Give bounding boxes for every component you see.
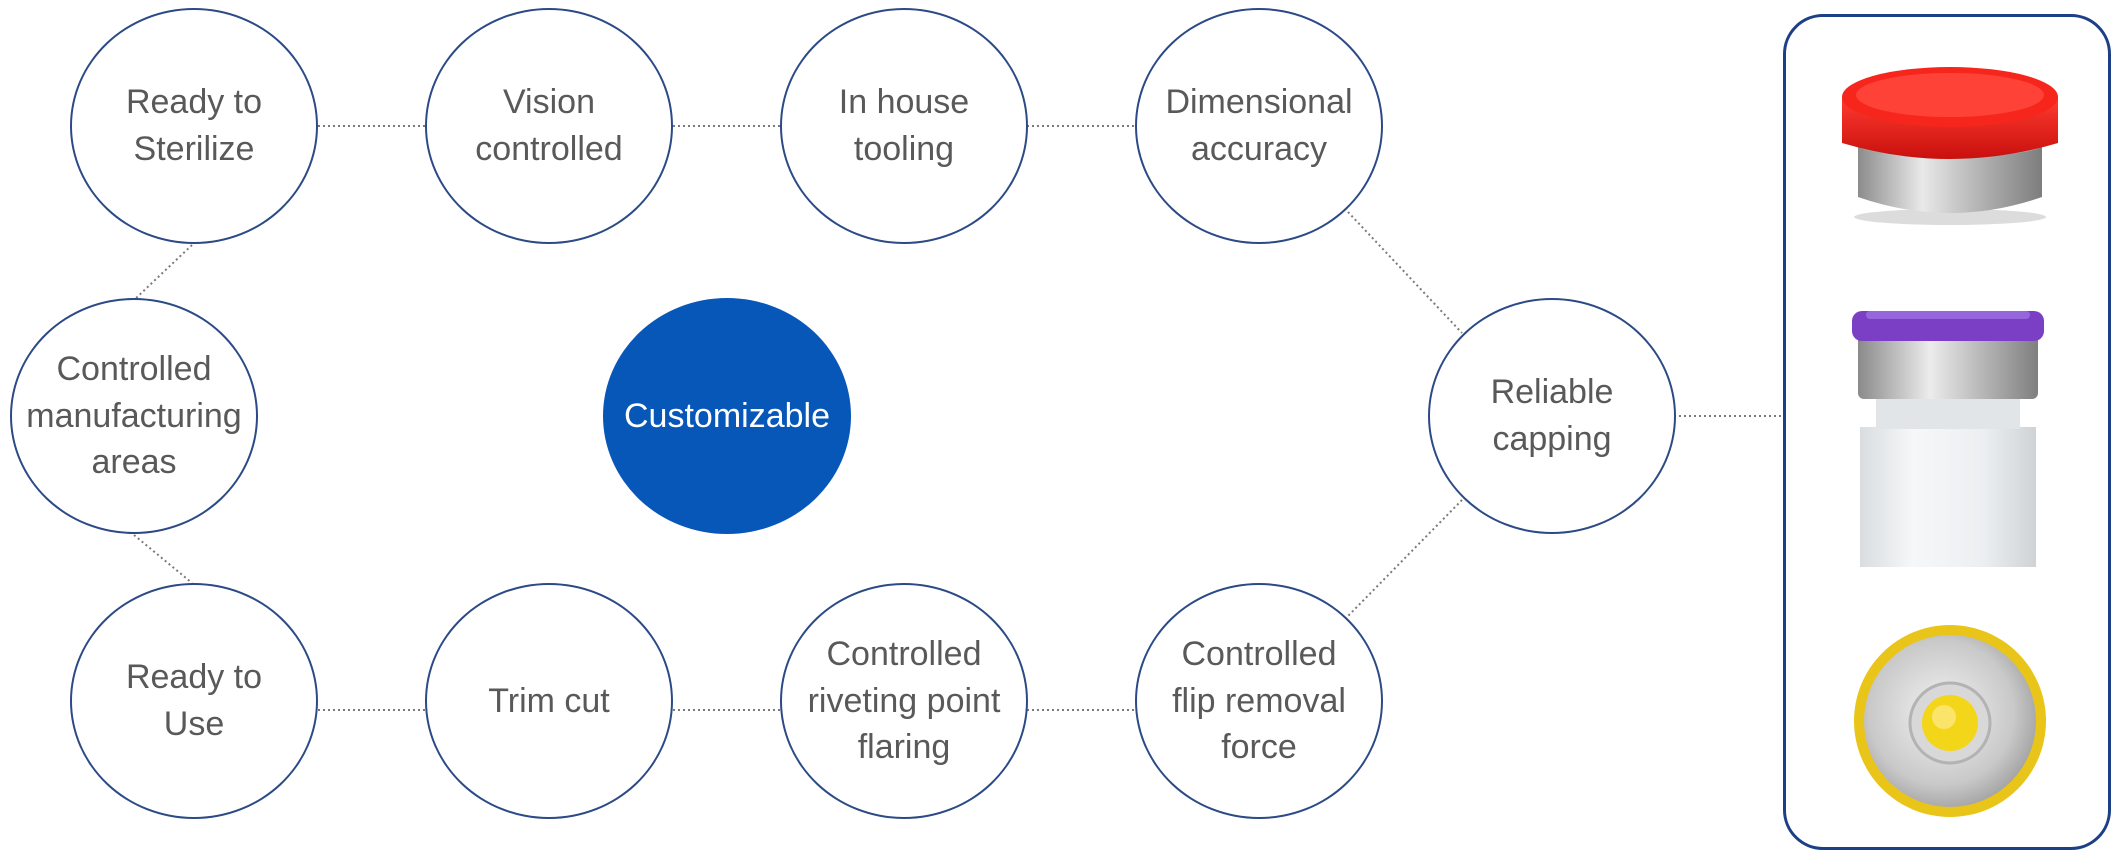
node-controlled-manufacturing-areas: Controlled manufacturing areas <box>10 298 258 534</box>
node-in-house-tooling: In house tooling <box>780 8 1028 244</box>
node-label: Controlled manufacturing areas <box>26 349 242 482</box>
node-reliable-capping: Reliable capping <box>1428 298 1676 534</box>
product-images-panel <box>1783 14 2111 850</box>
connector-line <box>1347 211 1463 334</box>
node-controlled-flip-removal-force: Controlled flip removal force <box>1135 583 1383 819</box>
node-label: Trim cut <box>488 681 610 720</box>
node-ready-to-use: Ready to Use <box>70 583 318 819</box>
center-label: Customizable <box>624 396 830 435</box>
node-ready-to-sterilize: Ready to Sterilize <box>70 8 318 244</box>
connector-line <box>133 534 193 584</box>
connector-line <box>133 244 193 301</box>
node-dimensional-accuracy: Dimensional accuracy <box>1135 8 1383 244</box>
yellow-cap-top-view-image <box>1854 625 2046 817</box>
node-vision-controlled: Vision controlled <box>425 8 673 244</box>
red-flip-off-cap-image <box>1842 67 2058 225</box>
node-label: In house tooling <box>838 83 970 168</box>
node-label: Reliable capping <box>1490 373 1614 458</box>
node-label: Controlled flip removal force <box>1172 634 1346 767</box>
connector-line <box>1347 499 1463 617</box>
node-controlled-riveting-point-flaring: Controlled riveting point flaring <box>780 583 1028 819</box>
node-label: Ready to Sterilize <box>125 83 263 168</box>
node-label: Controlled riveting point flaring <box>807 634 1001 767</box>
node-label: Dimensional accuracy <box>1165 83 1353 168</box>
center-node-customizable: Customizable <box>603 298 851 534</box>
node-label: Ready to Use <box>125 658 263 743</box>
purple-capped-vial-image <box>1852 311 2044 567</box>
node-label: Vision controlled <box>475 83 623 168</box>
node-trim-cut: Trim cut <box>425 583 673 819</box>
